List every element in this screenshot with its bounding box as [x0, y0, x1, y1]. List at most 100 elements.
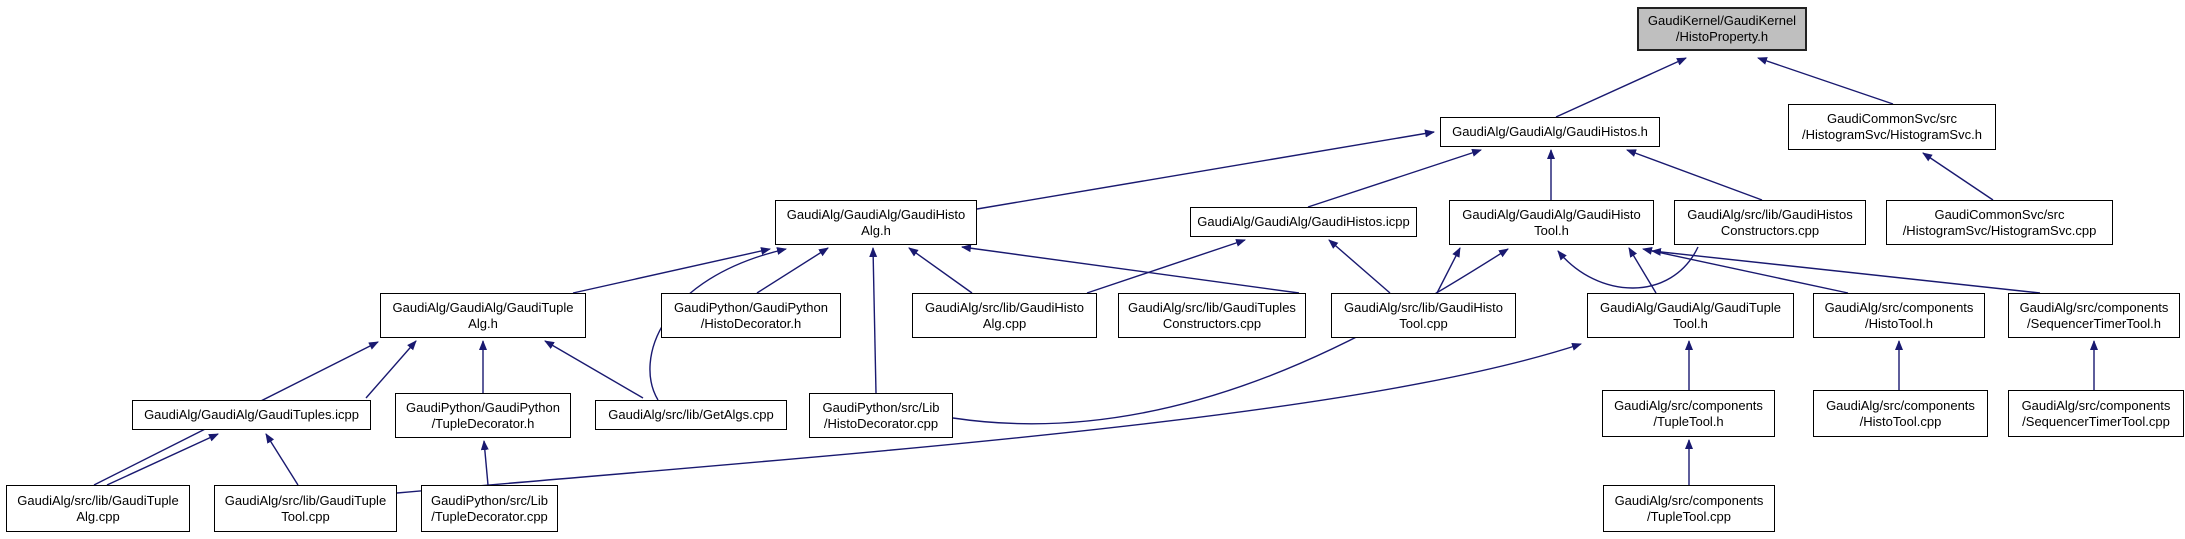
node-histo-decorator-h[interactable]: GaudiPython/GaudiPython /HistoDecorator.… — [661, 293, 841, 338]
node-label: Constructors.cpp — [1162, 315, 1262, 331]
node-label: /TupleTool.h — [1653, 413, 1724, 429]
node-label: /HistoTool.cpp — [1859, 413, 1942, 429]
node-tuple-decorator-cpp[interactable]: GaudiPython/src/Lib /TupleDecorator.cpp — [421, 485, 558, 532]
node-label: GaudiAlg/src/lib/GaudiTuple — [17, 492, 179, 508]
node-label: /TupleTool.cpp — [1646, 508, 1732, 524]
node-sequencer-timer-tool-cpp[interactable]: GaudiAlg/src/components /SequencerTimerT… — [2008, 390, 2184, 437]
edge-gaudi-histos-constructors-cpp-to-gaudi-histo-tool-h — [1557, 246, 1699, 289]
node-label: Tool.h — [1534, 222, 1569, 238]
node-histogram-svc-cpp[interactable]: GaudiCommonSvc/src /HistogramSvc/Histogr… — [1886, 200, 2113, 245]
node-label: GaudiPython/GaudiPython — [674, 299, 828, 315]
node-label: GaudiKernel/GaudiKernel — [1647, 13, 1797, 28]
node-label: GaudiAlg/GaudiAlg/GaudiTuples.icpp — [144, 407, 359, 422]
node-label: GaudiAlg/GaudiAlg/GaudiTuple — [392, 299, 574, 315]
node-label: GaudiAlg/src/components — [1824, 299, 1974, 315]
node-sequencer-timer-tool-h[interactable]: GaudiAlg/src/components /SequencerTimerT… — [2008, 293, 2180, 338]
node-gaudi-tuple-alg-cpp[interactable]: GaudiAlg/src/lib/GaudiTuple Alg.cpp — [6, 485, 190, 532]
node-label: /HistoDecorator.h — [700, 315, 802, 331]
node-label: /HistoDecorator.cpp — [823, 415, 939, 431]
node-label: GaudiAlg/GaudiAlg/GaudiHistos.icpp — [1197, 214, 1410, 229]
edge-gaudi-tuples-constructors-cpp-to-gaudi-histo-alg-h — [961, 244, 1300, 294]
edge-get-algs-cpp-to-gaudi-tuple-alg-h — [544, 340, 644, 399]
node-gaudi-histos-constructors-cpp[interactable]: GaudiAlg/src/lib/GaudiHistos Constructor… — [1674, 200, 1866, 245]
node-gaudi-tuples-icpp[interactable]: GaudiAlg/GaudiAlg/GaudiTuples.icpp — [132, 400, 371, 430]
node-gaudi-tuple-tool-cpp[interactable]: GaudiAlg/src/lib/GaudiTuple Tool.cpp — [214, 485, 397, 532]
edge-gaudi-tuple-tool-h-to-gaudi-histo-tool-h — [1628, 247, 1657, 294]
node-gaudi-histo-tool-cpp[interactable]: GaudiAlg/src/lib/GaudiHisto Tool.cpp — [1331, 293, 1516, 338]
node-label: /SequencerTimerTool.cpp — [2022, 413, 2170, 429]
edge-histo-decorator-cpp-to-gaudi-histo-alg-h — [869, 247, 878, 394]
node-histo-decorator-cpp[interactable]: GaudiPython/src/Lib /HistoDecorator.cpp — [809, 393, 953, 438]
node-label: GaudiAlg/src/lib/GaudiHisto — [1344, 299, 1503, 315]
node-tuple-tool-cpp-components[interactable]: GaudiAlg/src/components /TupleTool.cpp — [1603, 485, 1775, 532]
node-label: GaudiAlg/src/components — [2019, 299, 2169, 315]
node-gaudi-histo-alg-cpp[interactable]: GaudiAlg/src/lib/GaudiHisto Alg.cpp — [912, 293, 1097, 338]
node-histo-tool-h[interactable]: GaudiAlg/src/components /HistoTool.h — [1813, 293, 1985, 338]
edge-gaudi-tuple-tool-cpp-to-gaudi-tuples-icpp — [265, 433, 299, 486]
node-gaudi-histos-h[interactable]: GaudiAlg/GaudiAlg/GaudiHistos.h — [1440, 117, 1660, 147]
node-label: Alg.h — [468, 315, 498, 331]
edge-gaudi-tuple-alg-cpp-to-gaudi-tuples-icpp — [106, 433, 219, 486]
node-label: /HistoTool.h — [1865, 315, 1933, 331]
edge-histo-tool-h-to-gaudi-histo-tool-h — [1642, 246, 1849, 294]
node-label: Alg.cpp — [76, 508, 120, 524]
edge-sequencer-timer-tool-h-to-gaudi-histo-tool-h — [1651, 247, 2041, 294]
node-label: GaudiAlg/src/lib/GaudiTuples — [1128, 299, 1296, 315]
node-label: GaudiAlg/src/lib/GaudiTuple — [224, 492, 387, 508]
node-label: GaudiPython/src/Lib — [822, 399, 940, 415]
edge-gaudi-histo-alg-h-to-gaudi-histos-h — [976, 129, 1435, 210]
node-label: GaudiAlg/src/components — [1826, 397, 1975, 413]
node-label: Tool.cpp — [1399, 315, 1448, 331]
edge-gaudi-tuple-alg-h-to-gaudi-histo-alg-h — [572, 247, 771, 294]
node-histogram-svc-h[interactable]: GaudiCommonSvc/src /HistogramSvc/Histogr… — [1788, 104, 1996, 150]
node-label: GaudiPython/src/Lib — [430, 492, 549, 508]
node-gaudi-tuples-constructors-cpp[interactable]: GaudiAlg/src/lib/GaudiTuples Constructor… — [1118, 293, 1306, 338]
node-label: Constructors.cpp — [1720, 222, 1820, 238]
edge-histo-decorator-cpp-to-gaudi-histo-tool-h — [952, 248, 1509, 425]
edge-histogram-svc-h-to-histo-property-h — [1757, 57, 1894, 105]
node-label: GaudiCommonSvc/src — [1826, 111, 1958, 126]
node-label: GaudiAlg/src/lib/GaudiHistos — [1687, 206, 1853, 222]
node-get-algs-cpp[interactable]: GaudiAlg/src/lib/GetAlgs.cpp — [595, 400, 787, 430]
node-histo-tool-cpp[interactable]: GaudiAlg/src/components /HistoTool.cpp — [1813, 390, 1988, 437]
node-label: GaudiAlg/src/components — [1614, 492, 1764, 508]
node-label: GaudiAlg/GaudiAlg/GaudiHisto — [786, 206, 966, 222]
node-label: Tool.h — [1673, 315, 1708, 331]
node-tuple-tool-h-components[interactable]: GaudiAlg/src/components /TupleTool.h — [1602, 390, 1775, 437]
node-gaudi-histo-alg-h[interactable]: GaudiAlg/GaudiAlg/GaudiHisto Alg.h — [775, 200, 977, 245]
node-label: GaudiAlg/GaudiAlg/GaudiHisto — [1462, 206, 1641, 222]
edge-histo-decorator-h-to-gaudi-histo-alg-h — [756, 247, 829, 294]
node-gaudi-histo-tool-h[interactable]: GaudiAlg/GaudiAlg/GaudiHisto Tool.h — [1449, 200, 1654, 245]
edge-gaudi-histo-tool-cpp-to-gaudi-histo-tool-h — [1436, 247, 1461, 294]
node-histo-property-h: GaudiKernel/GaudiKernel /HistoProperty.h — [1637, 7, 1807, 51]
node-label: Alg.h — [861, 222, 891, 238]
node-label: GaudiAlg/src/components — [1614, 397, 1763, 413]
node-tuple-decorator-h[interactable]: GaudiPython/GaudiPython /TupleDecorator.… — [395, 393, 571, 438]
node-gaudi-tuple-tool-h[interactable]: GaudiAlg/GaudiAlg/GaudiTuple Tool.h — [1587, 293, 1794, 338]
edge-tuple-decorator-cpp-to-tuple-decorator-h — [480, 440, 489, 486]
node-label: GaudiAlg/src/lib/GaudiHisto — [925, 299, 1084, 315]
node-label: /SequencerTimerTool.h — [2027, 315, 2161, 331]
edge-gaudi-histo-alg-cpp-to-gaudi-histo-alg-h — [908, 247, 973, 294]
node-label: GaudiAlg/GaudiAlg/GaudiTuple — [1600, 299, 1781, 315]
node-label: Tool.cpp — [281, 508, 330, 524]
edge-gaudi-histos-icpp-to-gaudi-histos-h — [1307, 149, 1482, 208]
node-label: /HistoProperty.h — [1675, 29, 1769, 44]
node-label: GaudiAlg/GaudiAlg/GaudiHistos.h — [1452, 124, 1648, 139]
node-label: /HistogramSvc/HistogramSvc.h — [1802, 127, 1982, 142]
node-label: /TupleDecorator.h — [431, 415, 535, 431]
edge-gaudi-histo-tool-cpp-to-gaudi-histos-icpp — [1328, 239, 1391, 294]
node-label: GaudiPython/GaudiPython — [406, 399, 560, 415]
node-label: /TupleDecorator.cpp — [431, 508, 548, 524]
edge-histogram-svc-cpp-to-histogram-svc-h — [1922, 152, 1994, 201]
edge-gaudi-histos-constructors-cpp-to-gaudi-histos-h — [1626, 149, 1763, 201]
edge-gaudi-histo-alg-cpp-to-gaudi-histos-icpp — [1086, 239, 1246, 294]
node-gaudi-histos-icpp[interactable]: GaudiAlg/GaudiAlg/GaudiHistos.icpp — [1190, 207, 1417, 237]
edge-gaudi-histos-h-to-histo-property-h — [1555, 57, 1687, 118]
node-label: GaudiCommonSvc/src — [1934, 206, 2065, 222]
edge-gaudi-tuple-tool-cpp-to-gaudi-tuple-tool-h — [396, 343, 1582, 494]
node-gaudi-tuple-alg-h[interactable]: GaudiAlg/GaudiAlg/GaudiTuple Alg.h — [380, 293, 586, 338]
node-label: GaudiAlg/src/components — [2021, 397, 2171, 413]
